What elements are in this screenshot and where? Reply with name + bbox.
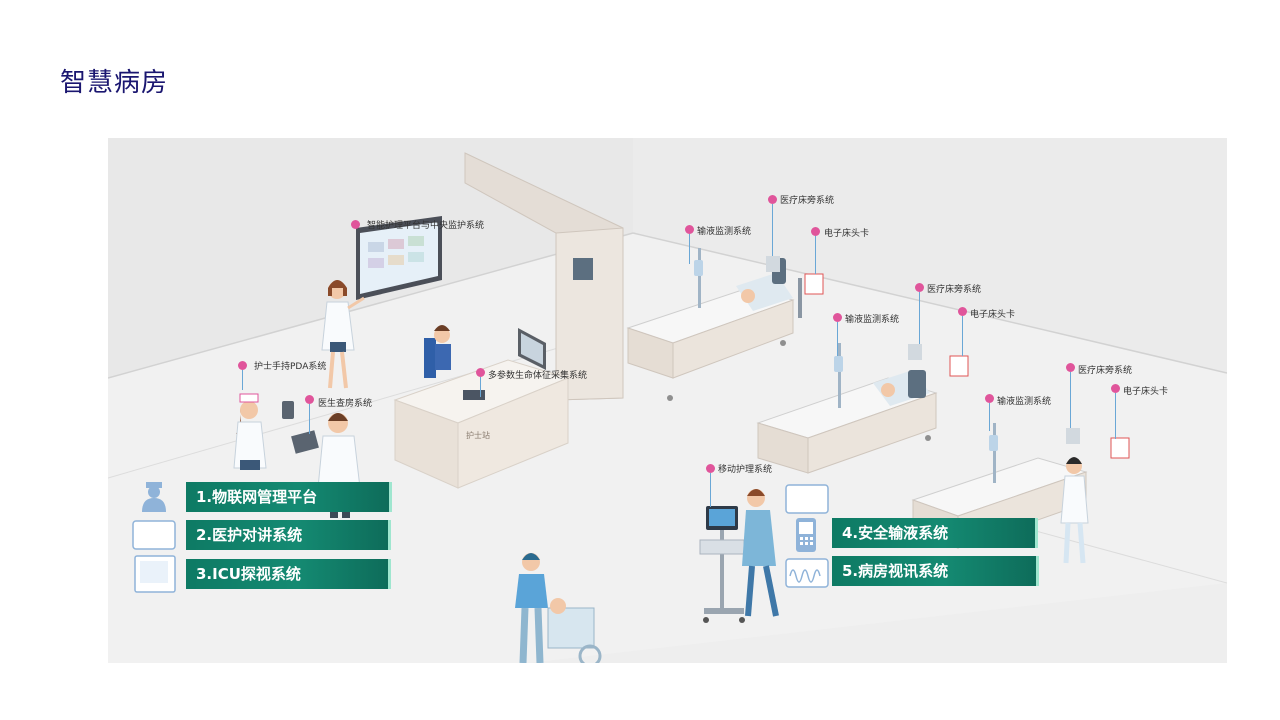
callout-pin <box>811 227 820 236</box>
intercom-panel-icon <box>132 520 176 554</box>
ward-bed-1 <box>626 248 824 401</box>
banner-ward-video[interactable]: 5.病房视讯系统 <box>832 556 1039 586</box>
banner-icu-visit[interactable]: 3.ICU探视系统 <box>186 559 391 589</box>
callout-mobile-care: 移动护理系统 <box>718 465 773 475</box>
callout-infusion-1: 输液监测系统 <box>697 227 752 237</box>
central-monitor-screen <box>356 216 442 300</box>
callout-pin <box>685 225 694 234</box>
waveform-icon <box>785 558 829 592</box>
callout-pin <box>706 464 715 473</box>
callout-infusion-3: 输液监测系统 <box>997 397 1052 407</box>
callout-infusion-2: 输液监测系统 <box>845 315 900 325</box>
callout-pin <box>305 395 314 404</box>
callout-pin <box>1066 363 1075 372</box>
callout-pin <box>958 307 967 316</box>
nurse-station-desk <box>393 328 570 489</box>
banner-iot-platform[interactable]: 1.物联网管理平台 <box>186 482 392 512</box>
callout-pin <box>476 368 485 377</box>
callout-ecard-2: 电子床头卡 <box>970 310 1016 320</box>
banner-safe-infusion[interactable]: 4.安全输液系统 <box>832 518 1038 548</box>
page-title: 智慧病房 <box>60 68 169 98</box>
mobile-phone-icon <box>795 517 817 557</box>
callout-pin <box>985 394 994 403</box>
callout-doctor-rounds: 医生查房系统 <box>318 399 373 409</box>
callout-nurse-pda: 护士手持PDA系统 <box>254 362 327 372</box>
nurse-station-sign: 护士站 <box>466 431 490 440</box>
nurse-avatar-icon <box>140 476 168 516</box>
callout-bedside-2: 医疗床旁系统 <box>927 285 982 295</box>
callout-ecard-1: 电子床头卡 <box>824 229 870 239</box>
callout-pin <box>351 220 360 229</box>
callout-nurse-platform: 智能护理平台与中央监护系统 <box>367 221 485 231</box>
callout-bedside-1: 医疗床旁系统 <box>780 196 835 206</box>
callout-pin <box>915 283 924 292</box>
mobile-nursing-cart <box>699 489 779 623</box>
callout-pin <box>238 361 247 370</box>
callout-bedside-3: 医疗床旁系统 <box>1078 366 1133 376</box>
monitor-screen-icon <box>134 555 176 597</box>
display-panel-icon <box>785 484 829 518</box>
callout-pin <box>1111 384 1120 393</box>
callout-vital-signs: 多参数生命体征采集系统 <box>488 371 588 381</box>
callout-pin <box>768 195 777 204</box>
banner-medical-intercom[interactable]: 2.医护对讲系统 <box>186 520 391 550</box>
callout-pin <box>833 313 842 322</box>
callout-ecard-3: 电子床头卡 <box>1123 387 1169 397</box>
ward-bed-2 <box>756 343 969 493</box>
